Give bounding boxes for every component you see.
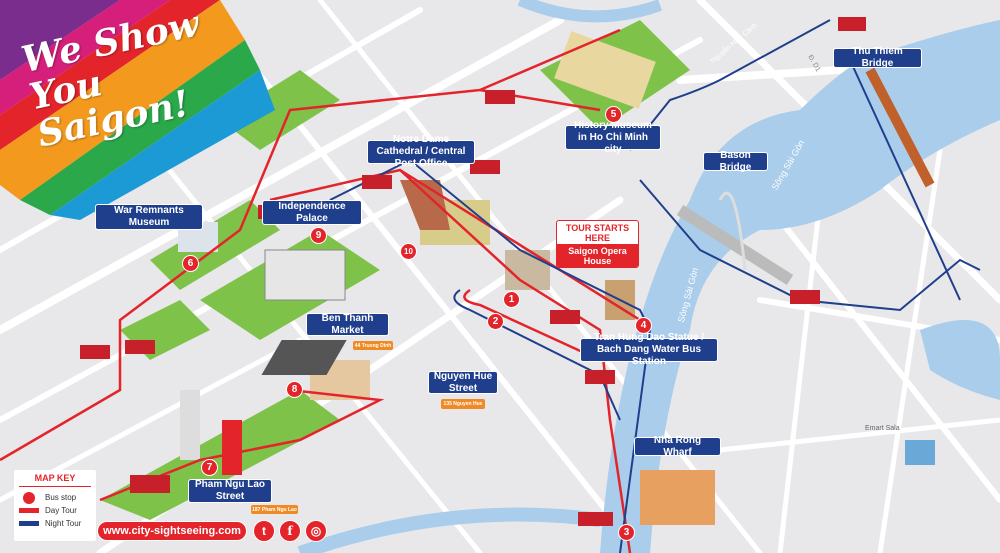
map-key: MAP KEY Bus stop Day Tour Night Tour <box>14 470 96 541</box>
facebook-icon[interactable]: f <box>279 520 301 542</box>
night-tour-swatch-icon <box>19 521 39 526</box>
day-tour-swatch-icon <box>19 508 39 513</box>
label-notre-dame[interactable]: Notre Dame Cathedral / Central Post Offi… <box>367 134 475 169</box>
key-bus-stop: Bus stop <box>19 491 91 504</box>
tour-start-place: Saigon Opera House <box>557 244 638 267</box>
key-day-tour-label: Day Tour <box>45 506 77 515</box>
map-key-title: MAP KEY <box>19 473 91 487</box>
label-nha-rong-wharf[interactable]: Nha Rong Wharf <box>634 435 721 458</box>
place-emart-sala: Emart Sala <box>865 425 900 432</box>
label-pham-ngu-lao-street[interactable]: Pham Ngu Lao Street <box>188 479 272 503</box>
website-link[interactable]: www.city-sightseeing.com <box>97 521 247 541</box>
label-war-remnants-museum[interactable]: War Remnants Museum <box>95 204 203 230</box>
key-day-tour: Day Tour <box>19 504 91 517</box>
tour-starts-here-box[interactable]: TOUR STARTS HERE Saigon Opera House <box>556 220 639 268</box>
bus-stop-5[interactable]: 5 <box>605 106 622 123</box>
twitter-icon[interactable]: t <box>253 520 275 542</box>
bus-stop-6[interactable]: 6 <box>182 255 199 272</box>
key-night-tour: Night Tour <box>19 517 91 530</box>
label-thu-thiem-bridge[interactable]: Thu Thiem Bridge <box>833 46 922 69</box>
tour-starts-heading: TOUR STARTS HERE <box>565 223 630 243</box>
bus-stop-1[interactable]: 1 <box>503 291 520 308</box>
bus-stop-9[interactable]: 9 <box>310 227 327 244</box>
logo-stripes <box>0 0 275 220</box>
landmark-buildings <box>178 31 935 525</box>
label-nguyen-hue-street[interactable]: Nguyen Hue Street <box>428 371 498 394</box>
label-ben-thanh-market[interactable]: Ben Thanh Market <box>306 313 389 336</box>
address-nguyen-hue: 135 Nguyen Hue <box>441 399 485 409</box>
bus-stop-8[interactable]: 8 <box>286 381 303 398</box>
bus-stop-2[interactable]: 2 <box>487 313 504 330</box>
key-night-tour-label: Night Tour <box>45 519 82 528</box>
label-bason-bridge[interactable]: Bason Bridge <box>703 150 768 173</box>
label-independence-palace[interactable]: Independence Palace <box>262 200 362 225</box>
bus-stop-swatch-icon <box>23 491 35 504</box>
key-bus-stop-label: Bus stop <box>45 493 77 502</box>
night-tour-route <box>329 19 981 553</box>
bus-stop-10[interactable]: 10 <box>400 243 417 260</box>
address-pham-ngu-lao: 187 Pham Ngu Lao <box>251 505 298 514</box>
bus-stop-4[interactable]: 4 <box>635 317 652 334</box>
bus-stop-7[interactable]: 7 <box>201 459 218 476</box>
canal <box>517 0 663 23</box>
saigon-river <box>600 20 1000 553</box>
instagram-icon[interactable]: ◎ <box>305 520 327 542</box>
canal-south <box>297 507 601 553</box>
label-history-museum[interactable]: History Museum in Ho Chi Minh city <box>565 120 661 155</box>
bus-stop-3[interactable]: 3 <box>618 524 635 541</box>
label-tran-hung-dao[interactable]: Tran Hung Dao Statue / Bach Dang Water B… <box>580 332 718 367</box>
address-ben-thanh: 44 Truong Dinh <box>353 341 393 350</box>
lake-east <box>920 320 1000 400</box>
bridges <box>676 67 935 286</box>
day-tour-route <box>0 28 641 553</box>
